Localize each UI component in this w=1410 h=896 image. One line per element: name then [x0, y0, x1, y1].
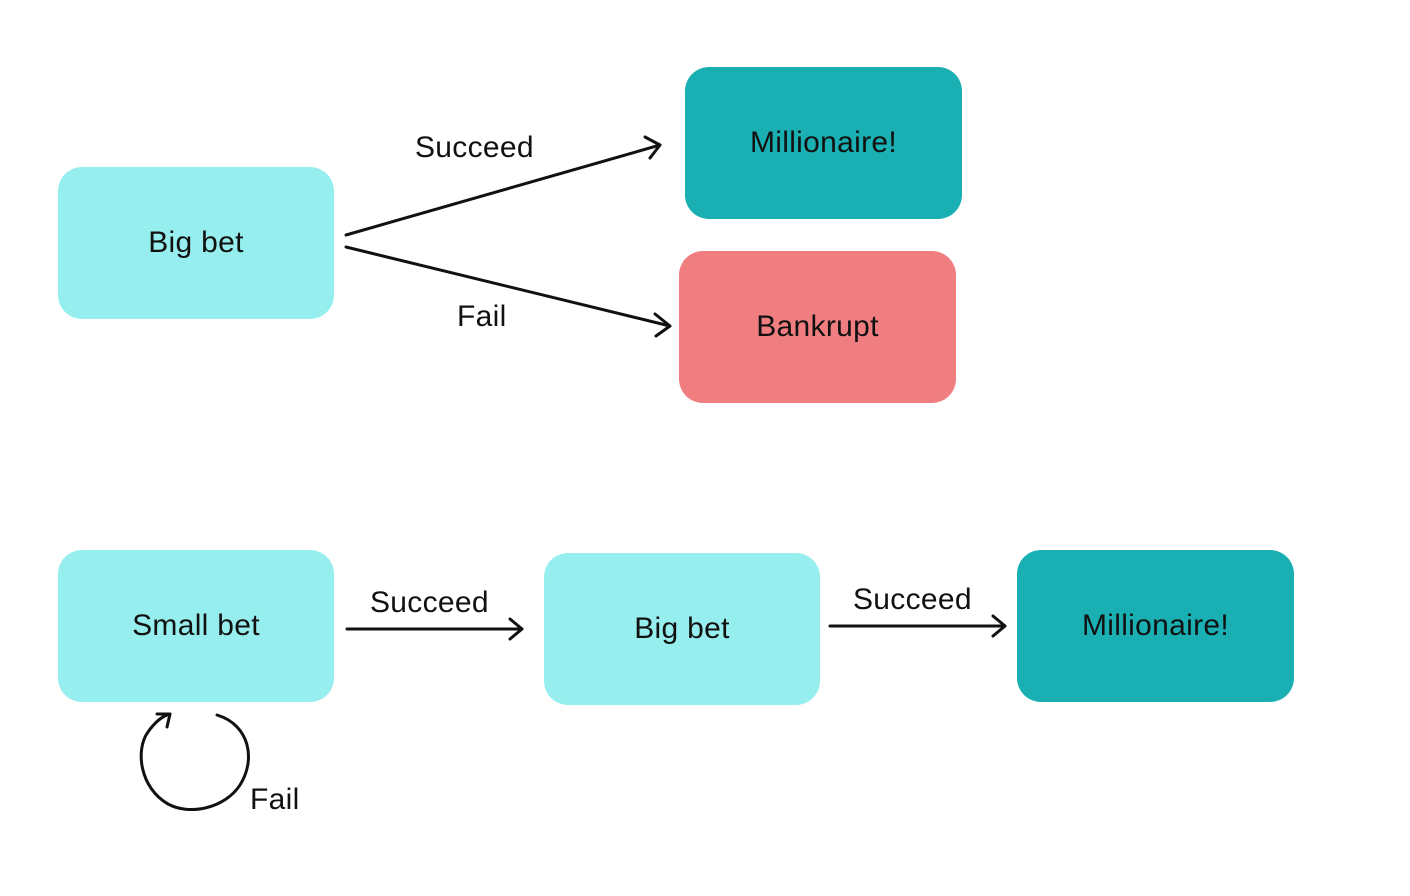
loop-arrow-fail — [139, 712, 250, 812]
arrow-smallbet-to-bigbet — [345, 617, 524, 641]
node-big-bet-top: Big bet — [58, 167, 334, 319]
node-big-bet-bottom: Big bet — [544, 553, 820, 705]
node-millionaire-bottom: Millionaire! — [1017, 550, 1294, 702]
arrow-bigbet-to-millionaire-bottom — [828, 614, 1007, 638]
arrow-bigbet-to-millionaire — [344, 135, 662, 237]
edge-label-succeed-top: Succeed — [415, 131, 534, 164]
node-bankrupt-label: Bankrupt — [756, 310, 879, 343]
node-big-bet-bottom-label: Big bet — [634, 612, 730, 645]
edge-label-succeed-bottom-2: Succeed — [853, 583, 972, 616]
node-millionaire-bottom-label: Millionaire! — [1082, 609, 1229, 642]
loop-label-fail: Fail — [250, 783, 300, 816]
node-millionaire-top: Millionaire! — [685, 67, 962, 219]
arrow-bigbet-to-bankrupt — [344, 245, 672, 338]
node-bankrupt: Bankrupt — [679, 251, 956, 403]
node-millionaire-top-label: Millionaire! — [750, 126, 897, 159]
edge-label-fail-top: Fail — [457, 300, 507, 333]
node-big-bet-top-label: Big bet — [148, 226, 244, 259]
node-small-bet: Small bet — [58, 550, 334, 702]
node-small-bet-label: Small bet — [132, 609, 260, 642]
edge-label-succeed-bottom-1: Succeed — [370, 586, 489, 619]
